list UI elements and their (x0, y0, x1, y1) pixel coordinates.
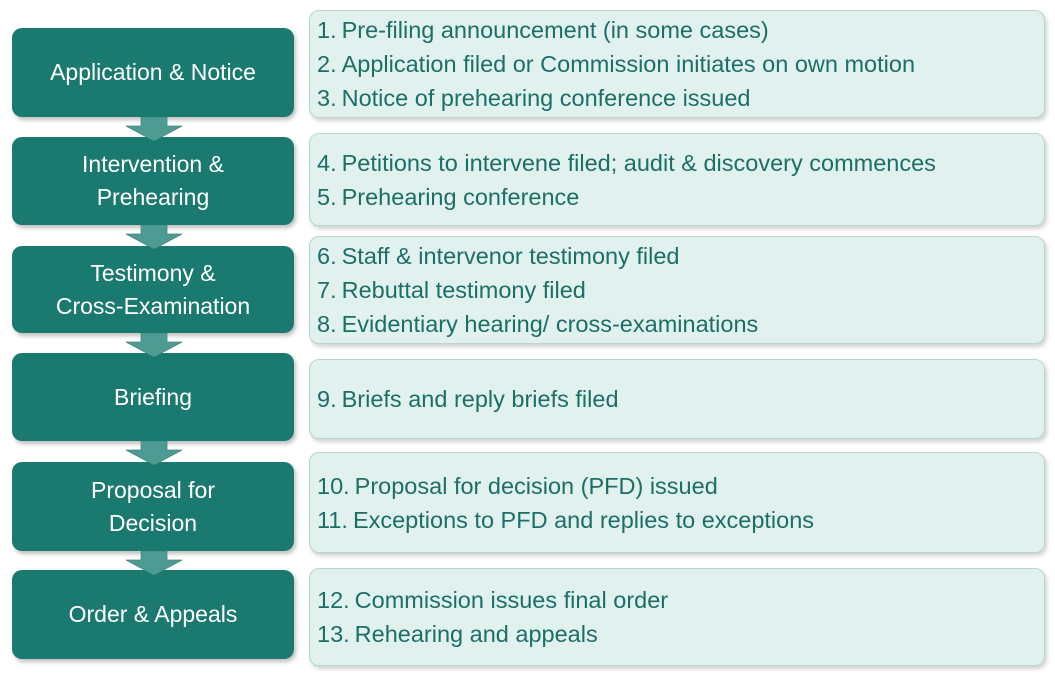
stage-box: Proposal for Decision (12, 462, 294, 551)
step-text: Commission issues final order (354, 587, 669, 613)
step-text: Exceptions to PFD and replies to excepti… (352, 506, 815, 533)
stage-label: Briefing (114, 383, 192, 410)
step-item: 5.Prehearing conference (317, 180, 1044, 214)
stage-label: Application & Notice (50, 59, 256, 85)
stage-label: Intervention & Prehearing (82, 151, 224, 210)
step-item: 10.Proposal for decision (PFD) issued (317, 469, 1044, 503)
stage-label: Proposal for Decision (90, 476, 215, 536)
step-number: 12. (317, 587, 350, 613)
step-number: 6. (317, 243, 337, 269)
step-text: Notice of prehearing conference issued (341, 85, 751, 111)
steps-panel: 4.Petitions to intervene filed; audit & … (309, 133, 1045, 226)
stage-box: Testimony & Cross-Examination (12, 246, 294, 333)
step-text: Rebuttal testimony filed (341, 277, 586, 303)
down-arrow-icon (126, 551, 182, 575)
step-number: 13. (317, 621, 350, 647)
stage-label: Order & Appeals (68, 601, 238, 627)
step-number: 4. (317, 149, 337, 176)
stage-box: Application & Notice (12, 28, 294, 117)
step-item: 3.Notice of prehearing conference issued (317, 81, 1044, 115)
down-arrow-icon (126, 441, 182, 465)
step-number: 7. (317, 277, 337, 303)
step-number: 5. (317, 183, 337, 210)
step-text: Petitions to intervene filed; audit & di… (341, 149, 936, 176)
step-number: 3. (317, 85, 337, 111)
down-arrow-icon (126, 225, 182, 249)
step-item: 12.Commission issues final order (317, 583, 1044, 617)
stage-box: Briefing (12, 353, 294, 441)
step-item: 2.Application filed or Commission initia… (317, 47, 1044, 81)
step-item: 13.Rehearing and appeals (317, 617, 1044, 651)
stage-label: Testimony & Cross-Examination (55, 259, 251, 319)
step-text: Briefs and reply briefs filed (341, 386, 619, 412)
step-item: 6.Staff & intervenor testimony filed (317, 239, 1044, 273)
step-number: 2. (317, 51, 337, 77)
step-text: Proposal for decision (PFD) issued (354, 472, 718, 499)
step-item: 7.Rebuttal testimony filed (317, 273, 1044, 307)
step-text: Prehearing conference (341, 183, 580, 210)
step-text: Evidentiary hearing/ cross-examinations (341, 311, 759, 337)
step-number: 10. (317, 472, 350, 499)
stage-box: Order & Appeals (12, 570, 294, 659)
step-number: 8. (317, 311, 337, 337)
steps-panel: 1.Pre-filing announcement (in some cases… (309, 10, 1045, 118)
step-item: 11.Exceptions to PFD and replies to exce… (317, 503, 1044, 537)
step-item: 4.Petitions to intervene filed; audit & … (317, 146, 1044, 180)
step-text: Application filed or Commission initiate… (341, 51, 916, 77)
step-item: 8.Evidentiary hearing/ cross-examination… (317, 307, 1044, 341)
step-item: 1.Pre-filing announcement (in some cases… (317, 13, 1044, 47)
step-item: 9.Briefs and reply briefs filed (317, 382, 1044, 416)
step-text: Pre-filing announcement (in some cases) (341, 17, 769, 43)
down-arrow-icon (126, 117, 182, 141)
step-number: 11. (317, 506, 348, 533)
step-text: Rehearing and appeals (354, 621, 598, 647)
stage-box: Intervention & Prehearing (12, 137, 294, 225)
steps-panel: 9.Briefs and reply briefs filed (309, 359, 1045, 439)
step-number: 9. (317, 386, 337, 412)
down-arrow-icon (126, 333, 182, 357)
step-text: Staff & intervenor testimony filed (341, 243, 680, 269)
step-number: 1. (317, 17, 337, 43)
